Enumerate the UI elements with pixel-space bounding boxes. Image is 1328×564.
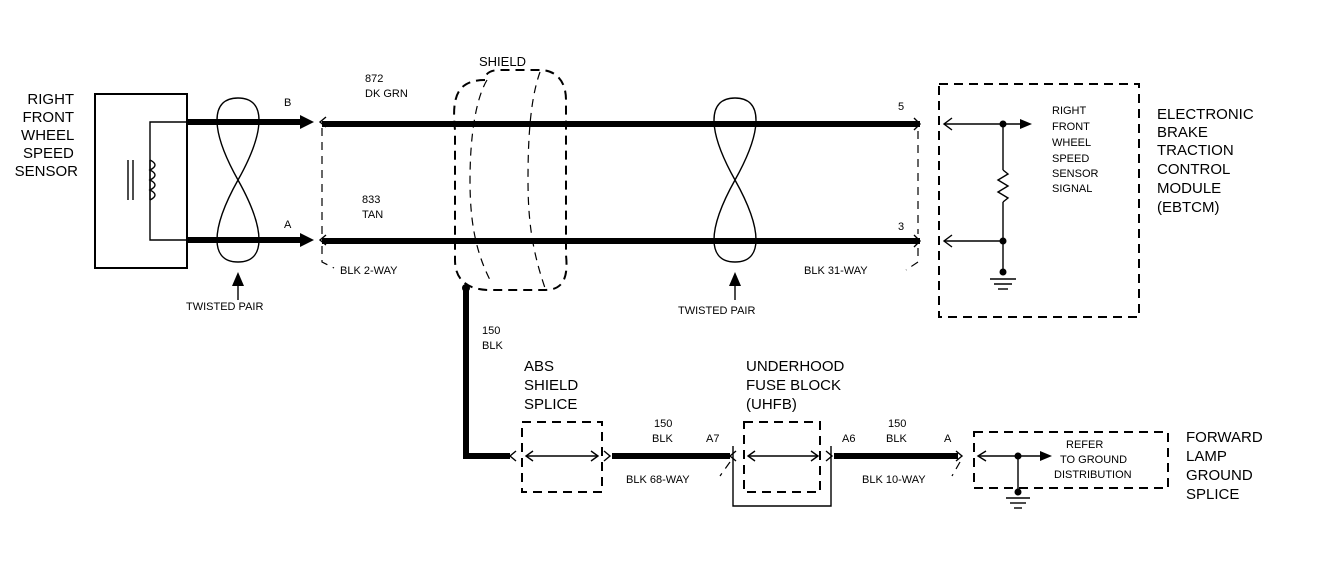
arrow-a-icon <box>300 233 314 247</box>
uhfb-connector-label: BLK 68-WAY <box>626 474 690 486</box>
wire-150-blk-drain <box>463 288 510 459</box>
seg1-label: 150 BLK <box>652 418 675 445</box>
pin-b-label: B <box>284 97 291 109</box>
ebtcm-box <box>938 83 1140 318</box>
ebtcm-pin-3: 3 <box>898 221 904 233</box>
uhfb-pin-a7: A7 <box>706 433 719 445</box>
resistor-icon <box>996 169 1010 203</box>
ground-icon-2 <box>1006 497 1030 509</box>
ebtcm-connector-label: BLK 31-WAY <box>804 265 868 277</box>
uhfb-bracket <box>732 446 832 507</box>
sensor-coil-icon <box>148 159 156 201</box>
ebtcm-connector: 5 3 BLK 31-WAY <box>804 101 921 277</box>
abs-splice-label: ABS SHIELD SPLICE <box>524 358 582 413</box>
up-arrow-icon <box>232 272 244 286</box>
refer-label: REFER TO GROUND DISTRIBUTION <box>1054 439 1132 481</box>
ground-connector-label: BLK 10-WAY <box>862 474 926 486</box>
refer-arrow-icon <box>1040 451 1052 461</box>
shield-splice-dot <box>462 284 470 292</box>
drain-wire-label: 150 BLK <box>482 325 503 352</box>
ground-splice-box <box>973 431 1169 489</box>
wire-872-label: 872 DK GRN <box>365 73 408 100</box>
wire-833-label: 833 TAN <box>362 194 383 221</box>
ebtcm-module: RIGHT FRONT WHEEL SPEED SENSOR SIGNAL EL… <box>938 83 1258 318</box>
uhfb-label: UNDERHOOD FUSE BLOCK (UHFB) <box>746 358 849 413</box>
abs-shield-splice: ABS SHIELD SPLICE <box>508 358 612 493</box>
ground-pin-a: A <box>944 433 952 445</box>
sensor-name: RIGHT FRONT WHEEL SPEED SENSOR <box>15 91 79 180</box>
sensor-connector-label: BLK 2-WAY <box>340 265 398 277</box>
sensor-connector: BLK 2-WAY <box>318 116 398 277</box>
up-arrow-icon-2 <box>729 272 741 286</box>
forward-lamp-ground-splice: REFER TO GROUND DISTRIBUTION FORWARD LAM… <box>973 429 1267 509</box>
signal-arrow-icon <box>1020 119 1032 129</box>
pin-a-label: A <box>284 219 292 231</box>
uhfb: UNDERHOOD FUSE BLOCK (UHFB) <box>728 358 849 507</box>
ebtcm-name: ELECTRONIC BRAKE TRACTION CONTROL MODULE… <box>1157 106 1258 216</box>
uhfb-pin-a6: A6 <box>842 433 855 445</box>
ebtcm-pin-5: 5 <box>898 101 904 113</box>
ground-icon <box>990 278 1016 290</box>
seg2-label: 150 BLK <box>886 418 909 445</box>
signal-label: RIGHT FRONT WHEEL SPEED SENSOR SIGNAL <box>1052 105 1102 195</box>
shield: SHIELD <box>453 54 568 291</box>
twisted-pair-right: TWISTED PAIR <box>678 97 757 317</box>
abs-splice-box <box>521 421 603 493</box>
twisted-pair-label-2: TWISTED PAIR <box>678 305 755 317</box>
arrow-b-icon <box>300 115 314 129</box>
wheel-speed-sensor: RIGHT FRONT WHEEL SPEED SENSOR <box>15 91 188 269</box>
uhfb-box <box>743 421 821 493</box>
shield-label: SHIELD <box>479 54 526 69</box>
ground-splice-name: FORWARD LAMP GROUND SPLICE <box>1186 429 1267 503</box>
sensor-housing <box>94 93 188 269</box>
twisted-pair-left: TWISTED PAIR <box>186 97 263 313</box>
twisted-pair-label: TWISTED PAIR <box>186 301 263 313</box>
